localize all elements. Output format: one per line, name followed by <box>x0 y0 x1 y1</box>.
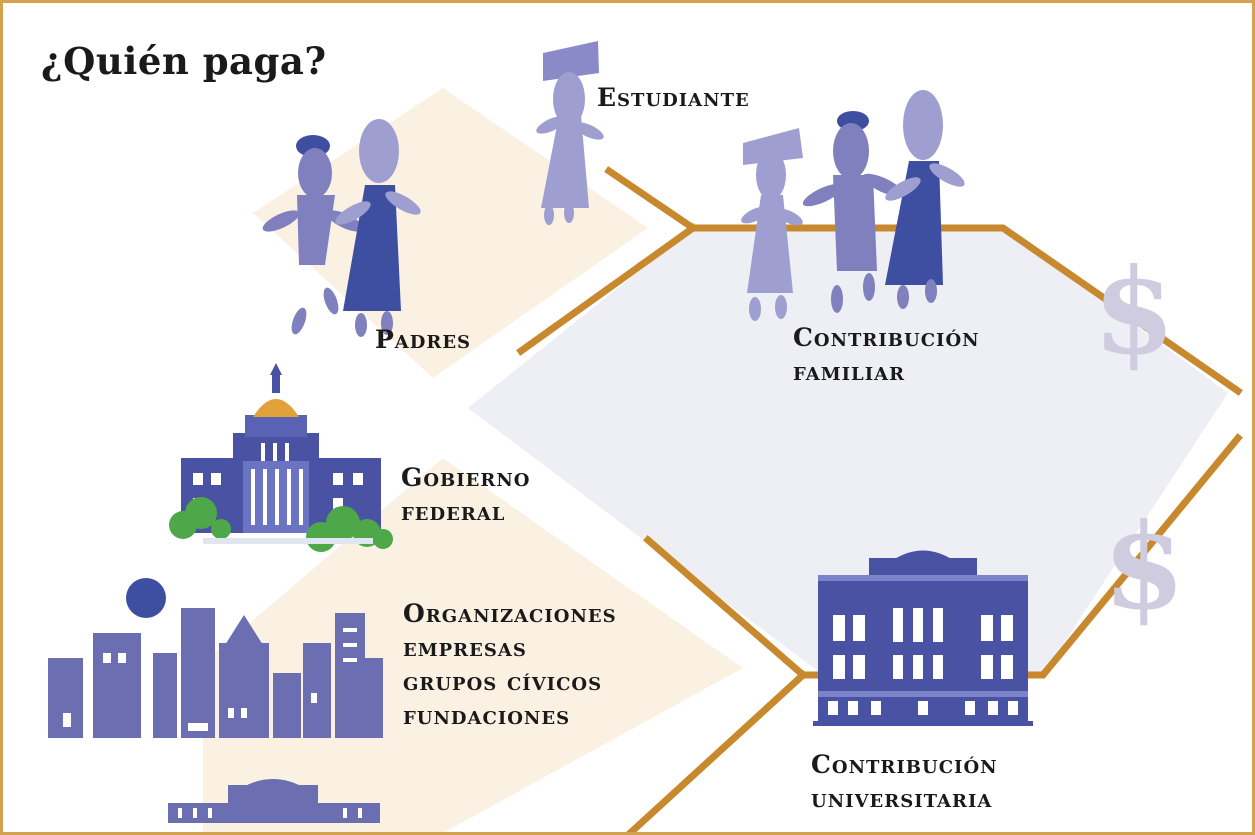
label-line: Gobierno <box>401 463 531 492</box>
contribution-diamond <box>468 228 1228 675</box>
skyline-icon <box>48 578 383 738</box>
label-line: federal <box>401 497 506 526</box>
parents-diamond <box>253 88 648 378</box>
diagram-artwork <box>48 41 1243 832</box>
label-padres: Padres <box>375 325 472 354</box>
small-building-icon <box>168 779 380 823</box>
family-icon <box>741 90 965 321</box>
parents-icon <box>262 119 421 337</box>
dollar-symbol-bottom: $ <box>1103 497 1186 636</box>
organizations-diamond <box>203 458 743 832</box>
label-gobierno-federal: Gobierno federal <box>401 461 530 529</box>
label-contribucion-familiar: Contribución familiar <box>793 321 980 389</box>
label-line: empresas <box>403 633 527 662</box>
page-title: ¿Quién paga? <box>41 39 327 83</box>
organizations-connector <box>626 670 808 832</box>
label-estudiante: Estudiante <box>597 83 750 112</box>
label-line: universitaria <box>811 784 993 813</box>
label-line: familiar <box>793 357 906 386</box>
label-contribucion-universitaria: Contribución universitaria <box>811 748 998 816</box>
label-line: grupos cívicos <box>403 667 603 696</box>
label-line: fundaciones <box>403 701 571 730</box>
label-line: Organizaciones <box>403 599 617 628</box>
student-icon <box>536 41 604 225</box>
capitol-icon <box>169 363 393 552</box>
label-line: Contribución <box>793 323 980 352</box>
dollar-symbol-top: $ <box>1093 242 1176 381</box>
university-icon <box>813 550 1033 726</box>
label-organizaciones: Organizaciones empresas grupos cívicos f… <box>403 597 617 733</box>
parents-connector <box>516 223 698 356</box>
label-line: Contribución <box>811 750 998 779</box>
